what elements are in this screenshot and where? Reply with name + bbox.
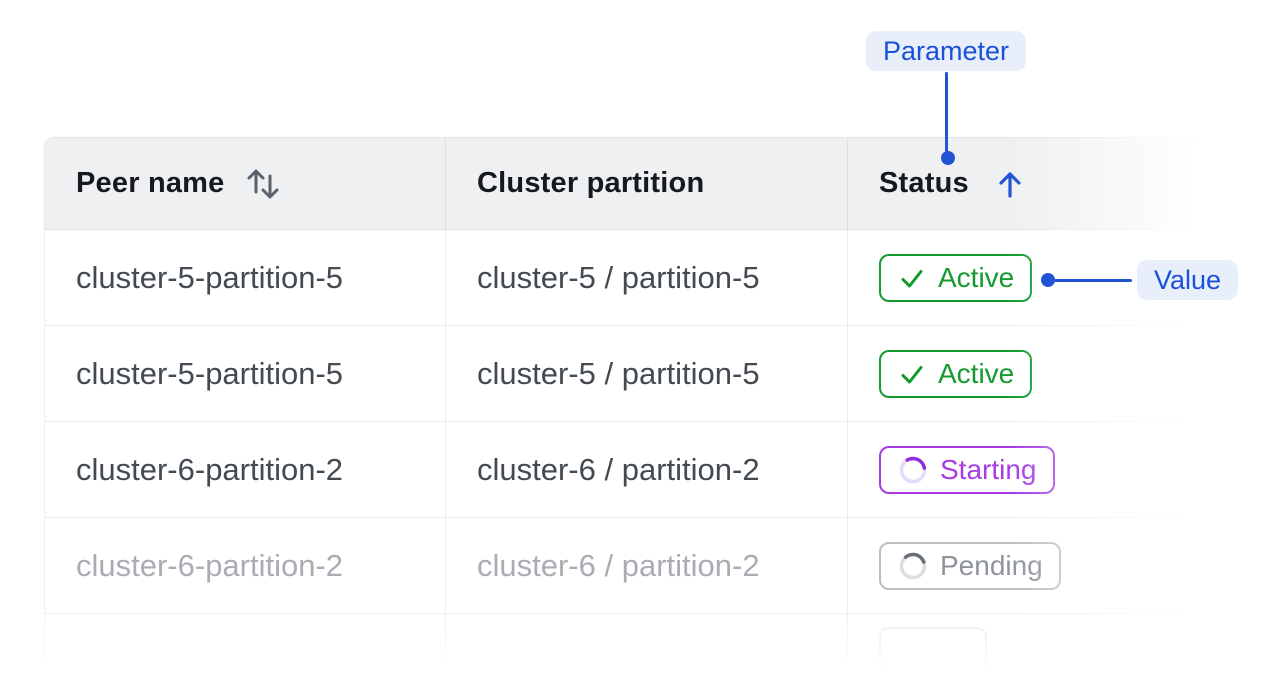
column-header-cluster-partition[interactable]: Cluster partition	[446, 138, 848, 229]
value-connector-line	[1054, 279, 1132, 282]
table-header-row: Peer name Cluster partition Status	[44, 137, 1200, 230]
parameter-connector-dot	[941, 151, 955, 165]
peer-name-cell: cluster-6-partition-2	[45, 422, 446, 517]
status-badge-label: Active	[938, 357, 1015, 389]
cluster-partition-cell: cluster-6 / partition-2	[446, 422, 848, 517]
status-badge-starting: Starting	[879, 445, 1055, 494]
value-connector-dot	[1041, 273, 1055, 287]
status-cell: Active	[848, 230, 1200, 325]
status-cell: Pending	[848, 518, 1200, 613]
cluster-partition-cell: cluster-5 / partition-5	[446, 326, 848, 421]
cluster-partition-cell	[446, 614, 848, 688]
parameter-connector-line	[945, 72, 948, 152]
status-badge-label: Pending	[940, 549, 1043, 581]
peer-name-cell	[45, 614, 446, 688]
status-badge-ghost	[879, 627, 987, 675]
column-header-label: Peer name	[76, 167, 225, 199]
value-annotation-label: Value	[1137, 260, 1239, 300]
cluster-partition-cell: cluster-6 / partition-2	[446, 518, 848, 613]
peer-name-cell: cluster-6-partition-2	[45, 518, 446, 613]
check-icon	[901, 269, 923, 287]
status-badge-label: Starting	[940, 453, 1037, 485]
check-icon	[901, 365, 923, 383]
column-header-label: Status	[879, 167, 969, 199]
peers-table: Peer name Cluster partition Status cluster…	[44, 137, 1200, 688]
status-badge-active: Active	[879, 253, 1033, 302]
status-badge-pending: Pending	[879, 541, 1061, 590]
column-header-status[interactable]: Status	[848, 138, 1200, 229]
status-badge-label: Active	[938, 261, 1015, 293]
column-header-peer-name[interactable]: Peer name	[45, 138, 446, 229]
table-row	[45, 614, 1200, 688]
sort-ascending-icon[interactable]	[995, 168, 1025, 200]
status-cell: Starting	[848, 422, 1200, 517]
spinner-icon	[899, 552, 927, 579]
peer-name-cell: cluster-5-partition-5	[45, 230, 446, 325]
cluster-partition-cell: cluster-5 / partition-5	[446, 230, 848, 325]
column-header-label: Cluster partition	[477, 167, 705, 199]
status-cell: Active	[848, 326, 1200, 421]
status-cell	[848, 614, 1200, 688]
parameter-annotation-label: Parameter	[866, 31, 1027, 71]
sort-both-icon[interactable]	[241, 162, 285, 206]
spinner-icon	[899, 456, 927, 483]
peer-name-cell: cluster-5-partition-5	[45, 326, 446, 421]
status-badge-active: Active	[879, 349, 1033, 398]
